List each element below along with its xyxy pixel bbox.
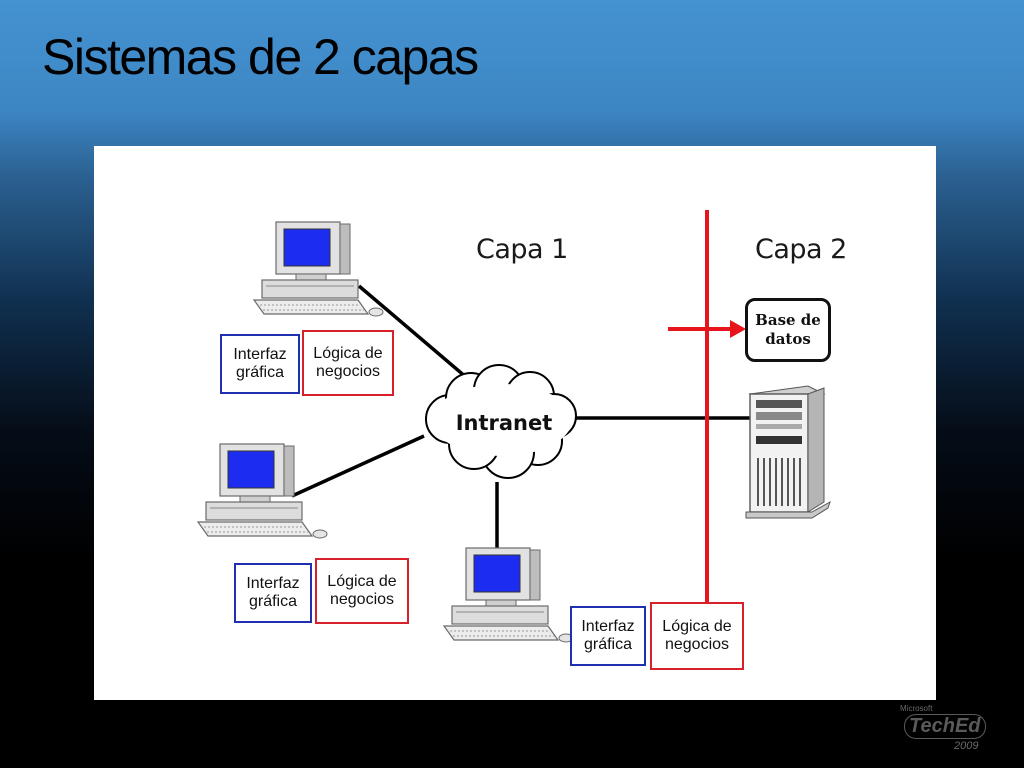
logic-box-2: Lógica de negocios: [315, 558, 409, 624]
gui-box-3: Interfaz gráfica: [570, 606, 646, 666]
intranet-label: Intranet: [455, 411, 553, 435]
logo-brand: TechEd: [904, 714, 986, 739]
logo-brand-small: Microsoft: [900, 704, 933, 713]
layer2-label: Capa 2: [755, 234, 847, 265]
logic-label-2: Lógica de negocios: [327, 573, 397, 608]
logic-label-3: Lógica de negocios: [662, 618, 732, 653]
logic-label-1: Lógica de negocios: [313, 345, 383, 380]
logic-box-1: Lógica de negocios: [302, 330, 394, 396]
database-label: Base de datos: [755, 311, 821, 348]
slide-title: Sistemas de 2 capas: [42, 29, 479, 85]
layer1-label: Capa 1: [476, 234, 568, 265]
client-computer-2: [197, 443, 328, 539]
gui-label-1: Interfaz gráfica: [233, 346, 287, 381]
client-computer-3: [443, 547, 574, 643]
diagram-panel: Capa 1 Capa 2 Base de datos Intranet Int…: [94, 146, 936, 700]
gui-box-2: Interfaz gráfica: [234, 563, 312, 623]
gui-box-1: Interfaz gráfica: [220, 334, 300, 394]
link-client1: [357, 284, 482, 391]
intranet-cloud: [425, 364, 577, 479]
diagram-canvas: [197, 210, 831, 643]
client-computer-1: [253, 221, 384, 317]
teched-logo: Microsoft TechEd 2009: [896, 702, 990, 754]
logo-year: 2009: [954, 740, 979, 752]
link-client2: [291, 434, 425, 498]
database-box: Base de datos: [745, 298, 831, 362]
logic-box-3: Lógica de negocios: [650, 602, 744, 670]
gui-label-2: Interfaz gráfica: [246, 575, 300, 610]
gui-label-3: Interfaz gráfica: [581, 618, 635, 653]
server-tower: [745, 385, 831, 519]
